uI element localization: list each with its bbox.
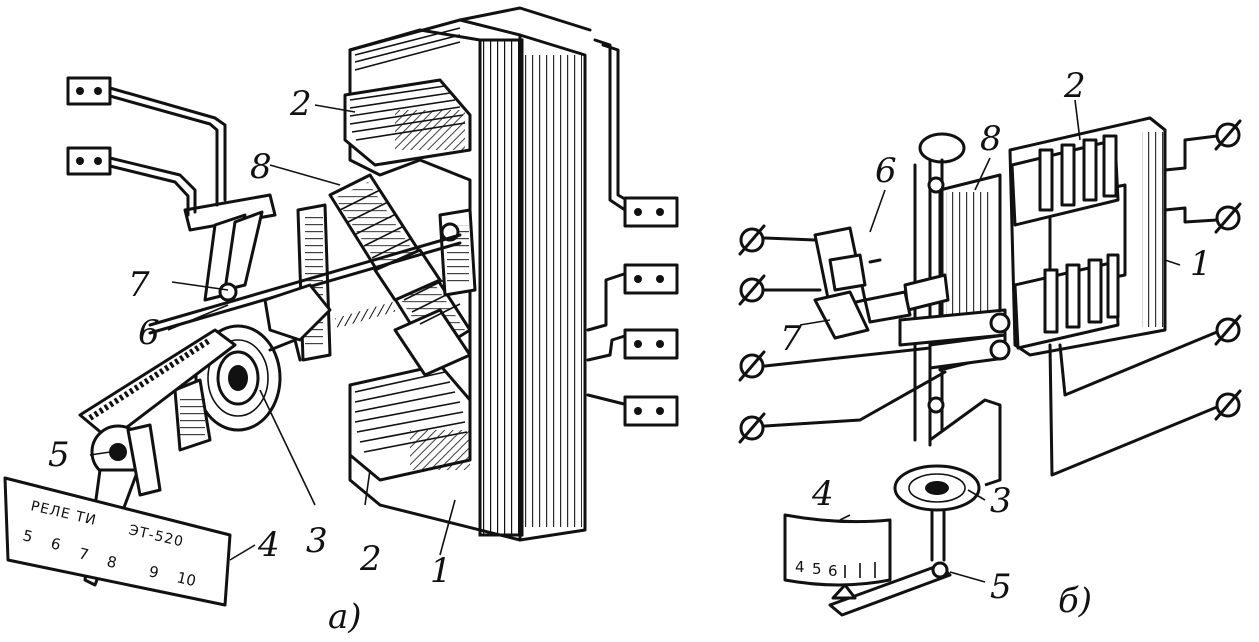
label-b-2: 2 [1063,66,1086,106]
label-a-7: 7 [128,265,150,305]
coil-bottom-a [348,363,472,482]
label-a-5: 5 [48,435,70,475]
variant-a-drawing: РЕЛЕ ТИ ЭТ-520 5 6 7 8 9 10 2 8 7 6 5 3 [3,6,679,637]
terminal-symbol [738,224,817,256]
contact-assembly-a [183,193,277,302]
terminal-symbol [1163,202,1242,234]
leaders-a [89,104,456,561]
nameplate-a: РЕЛЕ ТИ ЭТ-520 5 6 7 8 9 10 [3,476,232,607]
coil-bottom-b [1013,253,1120,350]
terminals-left-a [66,76,227,217]
scale-mark-9: 9 [147,562,160,582]
label-a-1: 1 [430,551,452,591]
terminals-left-b [738,224,947,444]
label-a-2-bottom: 2 [359,539,382,579]
label-b-4: 4 [811,474,834,514]
label-b-7: 7 [780,319,802,359]
scale-mark-5: 5 [21,526,34,546]
spring-lever-b [828,398,1002,617]
scale-mark-6: 6 [49,534,62,554]
terminals-right-b [1048,119,1242,477]
scale-b: 4 5 6 [783,513,892,587]
label-a-6: 6 [138,313,160,353]
terminal-symbol [738,346,932,382]
scale-mark-10: 10 [175,568,198,590]
label-b-3: 3 [990,481,1012,521]
scale-mark-8: 8 [105,552,118,572]
coil-top-a [343,78,472,167]
terminal-symbol [738,274,822,306]
right-post-a [438,208,477,297]
terminal-symbol [1163,119,1242,172]
coil-top-b [1010,134,1120,227]
label-a-2-top: 2 [289,84,312,124]
terminals-right-a [586,38,679,427]
scale-b-mark-4: 4 [795,558,805,576]
label-b-8: 8 [980,119,1002,159]
terminal-symbol [1048,343,1242,477]
scale-mark-7: 7 [77,544,90,564]
scale-b-mark-6: 6 [828,562,838,580]
variant-b-drawing: 4 5 6 6 8 2 1 7 4 3 5 б) [738,66,1242,621]
label-a-3: 3 [306,521,328,561]
scale-b-mark-5: 5 [812,560,822,578]
shaft-a [148,233,462,342]
label-a-4: 4 [257,525,280,565]
label-b-6: 6 [875,151,897,191]
leaders-b [799,99,1181,583]
caption-a: а) [328,597,362,637]
label-b-1: 1 [1190,244,1212,284]
armature-a [328,173,472,377]
label-a-8: 8 [250,147,272,187]
caption-b: б) [1058,581,1092,621]
contact-assembly-b [813,226,912,340]
label-b-5: 5 [990,567,1012,607]
shaft-b [898,132,1011,447]
terminal-symbol [1058,314,1242,397]
terminal-symbol [738,370,947,444]
